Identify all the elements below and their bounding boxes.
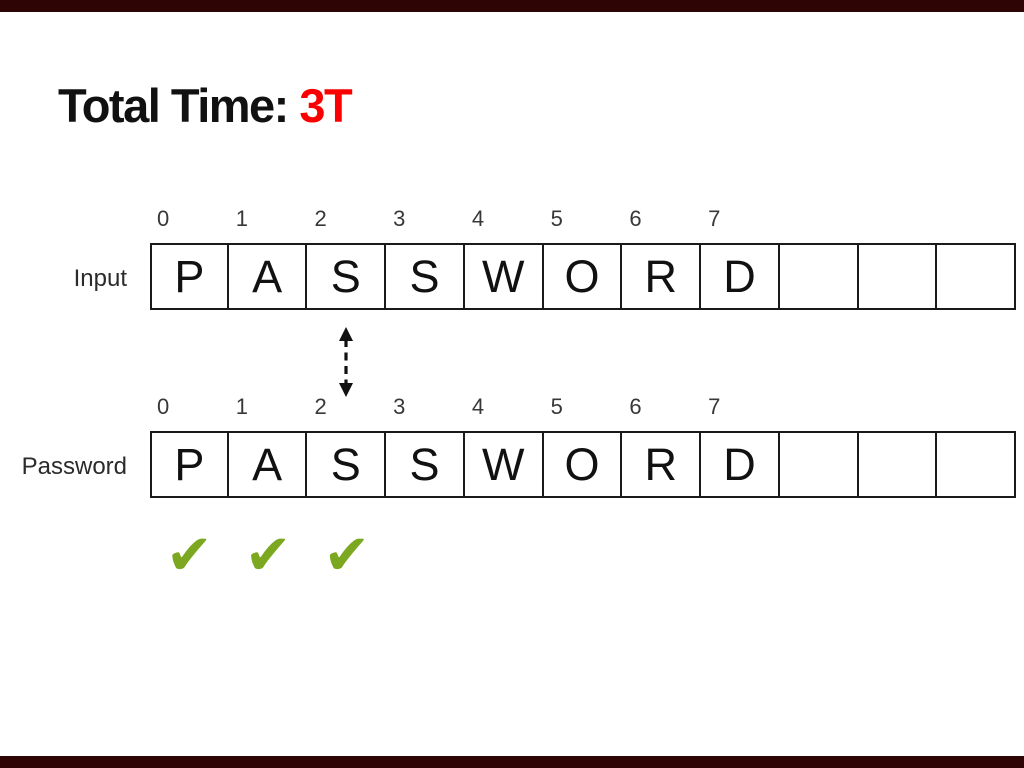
- cell-index: 4: [471, 206, 485, 231]
- bottom-frame-bar: [0, 756, 1024, 768]
- cell-index: 3: [393, 394, 406, 419]
- cell-index: 0: [157, 206, 170, 231]
- cell-index: [859, 393, 938, 423]
- cell-index: [937, 205, 1016, 235]
- cell-index: [780, 393, 859, 423]
- array-cell: O: [543, 431, 623, 498]
- array-cell: [779, 243, 859, 310]
- array-cell: R: [622, 431, 702, 498]
- array-cell: [937, 243, 1016, 310]
- cell-index: 7: [708, 394, 721, 419]
- slide-title: Total Time: 3T: [58, 78, 353, 134]
- array-cell: [858, 431, 938, 498]
- array-cell: [779, 431, 859, 498]
- input-label: Input: [73, 265, 127, 292]
- title-text: Total Time:: [58, 79, 300, 132]
- cell-index: 1: [235, 206, 248, 231]
- cell-index: 5: [550, 394, 563, 419]
- password-array-indices: 0 1 2 3 4 5 6 7: [150, 393, 1016, 423]
- array-cell: O: [543, 243, 623, 310]
- top-frame-bar: [0, 0, 1024, 12]
- cell-index: [780, 205, 859, 235]
- array-cell: W: [464, 431, 544, 498]
- cell-index: 4: [471, 394, 485, 419]
- array-cell: W: [464, 243, 544, 310]
- checkmark-icon: ✔: [165, 523, 213, 588]
- array-cell: [937, 431, 1016, 498]
- array-cell: P: [150, 431, 229, 498]
- array-cell: A: [228, 243, 308, 310]
- cell-index: 3: [393, 206, 406, 231]
- cell-index: [937, 393, 1016, 423]
- array-cell: S: [307, 243, 387, 310]
- array-cell: S: [386, 243, 465, 310]
- cell-index: 0: [157, 394, 170, 419]
- array-cell: [858, 243, 938, 310]
- array-cell: R: [622, 243, 702, 310]
- array-cell: D: [701, 243, 780, 310]
- cell-index: 7: [708, 206, 721, 231]
- cell-index: [859, 205, 938, 235]
- array-cell: S: [307, 431, 387, 498]
- cell-index: 5: [550, 206, 563, 231]
- cell-index: 1: [235, 394, 248, 419]
- checkmark-icon: ✔: [323, 523, 371, 588]
- title-highlight: 3T: [299, 79, 352, 132]
- array-cell: D: [701, 431, 780, 498]
- checkmarks-row: ✔ ✔ ✔: [150, 524, 1016, 588]
- array-cell: A: [228, 431, 308, 498]
- input-array-indices: 0 1 2 3 4 5 6 7: [150, 205, 1016, 235]
- password-label: Password: [21, 453, 127, 480]
- cell-index: 6: [629, 206, 642, 231]
- compare-arrow-icon: [339, 327, 353, 397]
- cell-index: 2: [314, 206, 327, 231]
- cell-index: 2: [314, 394, 327, 419]
- array-cell: P: [150, 243, 229, 310]
- cell-index: 6: [629, 394, 642, 419]
- checkmark-icon: ✔: [244, 523, 292, 588]
- array-cell: S: [386, 431, 465, 498]
